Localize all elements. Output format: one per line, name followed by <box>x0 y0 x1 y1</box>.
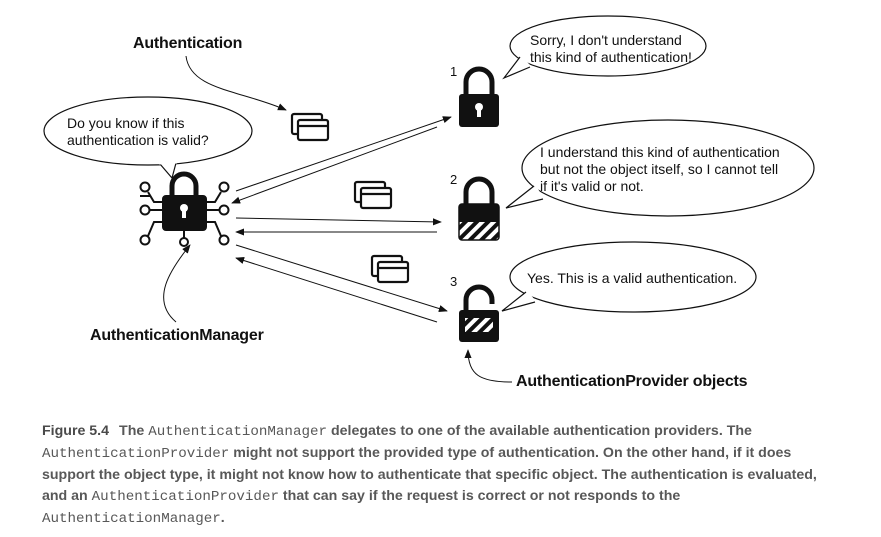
figure-number: Figure 5.4 <box>42 423 110 439</box>
provider3-bubble-text: Yes. This is a valid authentication. <box>527 270 737 287</box>
provider-pointer <box>464 349 513 383</box>
provider1-bubble-text: Sorry, I don't understand this kind of a… <box>530 32 692 66</box>
manager-pointer <box>163 244 191 323</box>
arrow-to-provider2 <box>235 217 442 226</box>
card-icon <box>290 112 330 142</box>
provider2-lock-icon <box>458 176 500 241</box>
provider1-number: 1 <box>450 64 458 79</box>
authentication-label: Authentication <box>133 35 243 52</box>
caption-code: AuthenticationProvider <box>91 489 279 505</box>
figure-caption: Figure 5.4 The AuthenticationManager dele… <box>42 421 842 530</box>
bubble-line: Yes. This is a valid authentication. <box>527 270 738 286</box>
manager-label: AuthenticationManager <box>90 327 264 344</box>
authentication-pointer <box>185 55 287 111</box>
caption-part: might not support the provided type of a… <box>42 445 817 504</box>
provider1-bubble <box>502 15 707 80</box>
bubble-line: this kind of authentication! <box>530 49 692 65</box>
delegation-diagram: Authentication AuthenticationManager Aut… <box>43 15 815 390</box>
caption-part: The <box>119 423 149 439</box>
arrow-from-provider3 <box>235 257 438 323</box>
provider3-bubble <box>501 241 757 313</box>
provider2-bubble <box>505 119 815 217</box>
provider3-number: 3 <box>450 274 458 289</box>
caption-part: that can say if the request is correct o… <box>278 488 681 504</box>
caption-code: AuthenticationManager <box>42 511 221 527</box>
arrow-to-provider3 <box>235 244 448 313</box>
caption-code: AuthenticationProvider <box>42 446 230 462</box>
card-icon <box>370 254 410 284</box>
caption-part: delegates to one of the available authen… <box>327 423 752 439</box>
arrow-to-provider1 <box>235 116 452 192</box>
provider2-bubble-text: I understand this kind of authentication… <box>540 144 780 195</box>
provider1-lock-icon <box>459 66 499 127</box>
provider2-number: 2 <box>450 172 458 187</box>
bubble-line: authentication is valid? <box>67 132 209 148</box>
caption-part: . <box>220 510 225 526</box>
card-icon <box>353 180 393 210</box>
bubble-line: I understand this kind of authentication <box>540 144 780 160</box>
caption-code: AuthenticationManager <box>148 424 327 440</box>
provider3-lock-icon <box>459 284 499 342</box>
bubble-line: if it's valid or not. <box>540 178 644 194</box>
manager-lock-icon <box>139 171 230 247</box>
arrow-from-provider1 <box>231 126 438 204</box>
bubble-line: but not the object itself, so I cannot t… <box>540 161 779 177</box>
diagram-canvas <box>43 15 815 383</box>
bubble-line: Sorry, I don't understand <box>530 32 682 48</box>
bubble-line: Do you know if this <box>67 115 185 131</box>
manager-bubble-text: Do you know if this authentication is va… <box>67 115 209 149</box>
manager-bubble <box>43 96 253 180</box>
providers-label: AuthenticationProvider objects <box>516 373 748 390</box>
